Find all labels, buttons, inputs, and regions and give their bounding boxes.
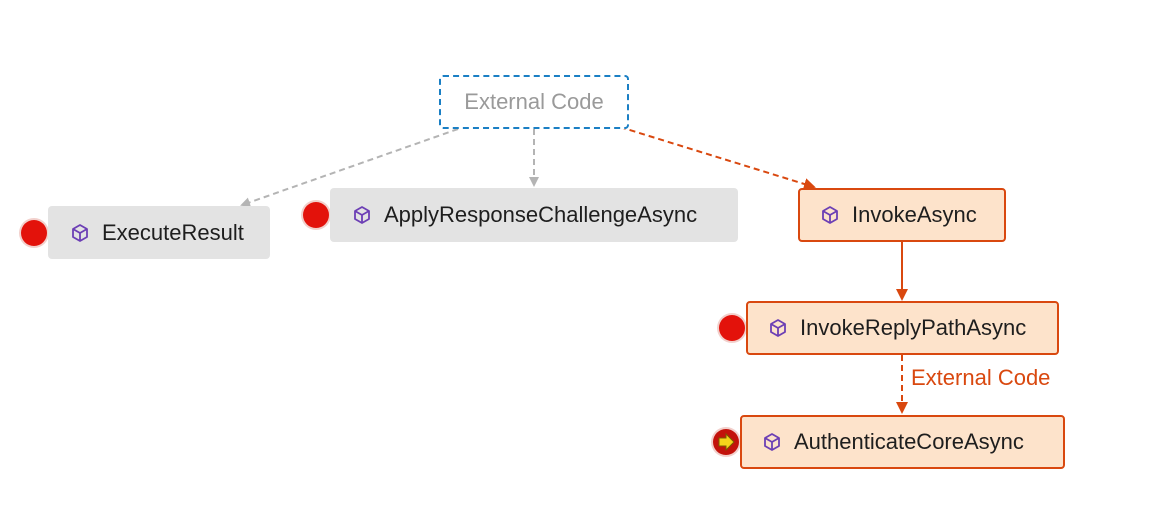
frame-label: InvokeReplyPathAsync (800, 315, 1027, 340)
frame-applyresponsechallengeasync[interactable]: ApplyResponseChallengeAsync (330, 188, 738, 242)
arrow-glyph (718, 432, 735, 452)
current-statement-arrow-icon[interactable] (713, 429, 739, 455)
frame-label: ApplyResponseChallengeAsync (384, 202, 698, 227)
breakpoint-icon[interactable] (303, 202, 329, 228)
edge-label-external-code: External Code (911, 365, 1051, 390)
cube-icon (822, 206, 838, 224)
cube-icon (72, 223, 88, 242)
external-code-label: External Code (464, 89, 604, 114)
edge-external-to-executeresult (240, 128, 459, 208)
external-code-node[interactable]: External Code (439, 75, 629, 129)
cube-icon (354, 206, 370, 224)
edge-external-to-invokeasync (619, 126, 816, 190)
breakpoint-icon[interactable] (21, 220, 47, 246)
frame-authenticatecoreasync[interactable]: AuthenticateCoreAsync (740, 415, 1065, 469)
breakpoint-icon[interactable] (719, 315, 745, 341)
frame-invokereplypathasync[interactable]: InvokeReplyPathAsync (746, 301, 1059, 355)
frame-label: ExecuteResult (102, 219, 244, 245)
cube-icon (764, 433, 780, 451)
frame-label: AuthenticateCoreAsync (794, 429, 1024, 454)
cube-icon (770, 319, 786, 337)
frame-invokeasync[interactable]: InvokeAsync (798, 188, 1006, 242)
frame-label: InvokeAsync (852, 202, 977, 227)
frame-executeresult[interactable]: ExecuteResult (48, 206, 270, 259)
